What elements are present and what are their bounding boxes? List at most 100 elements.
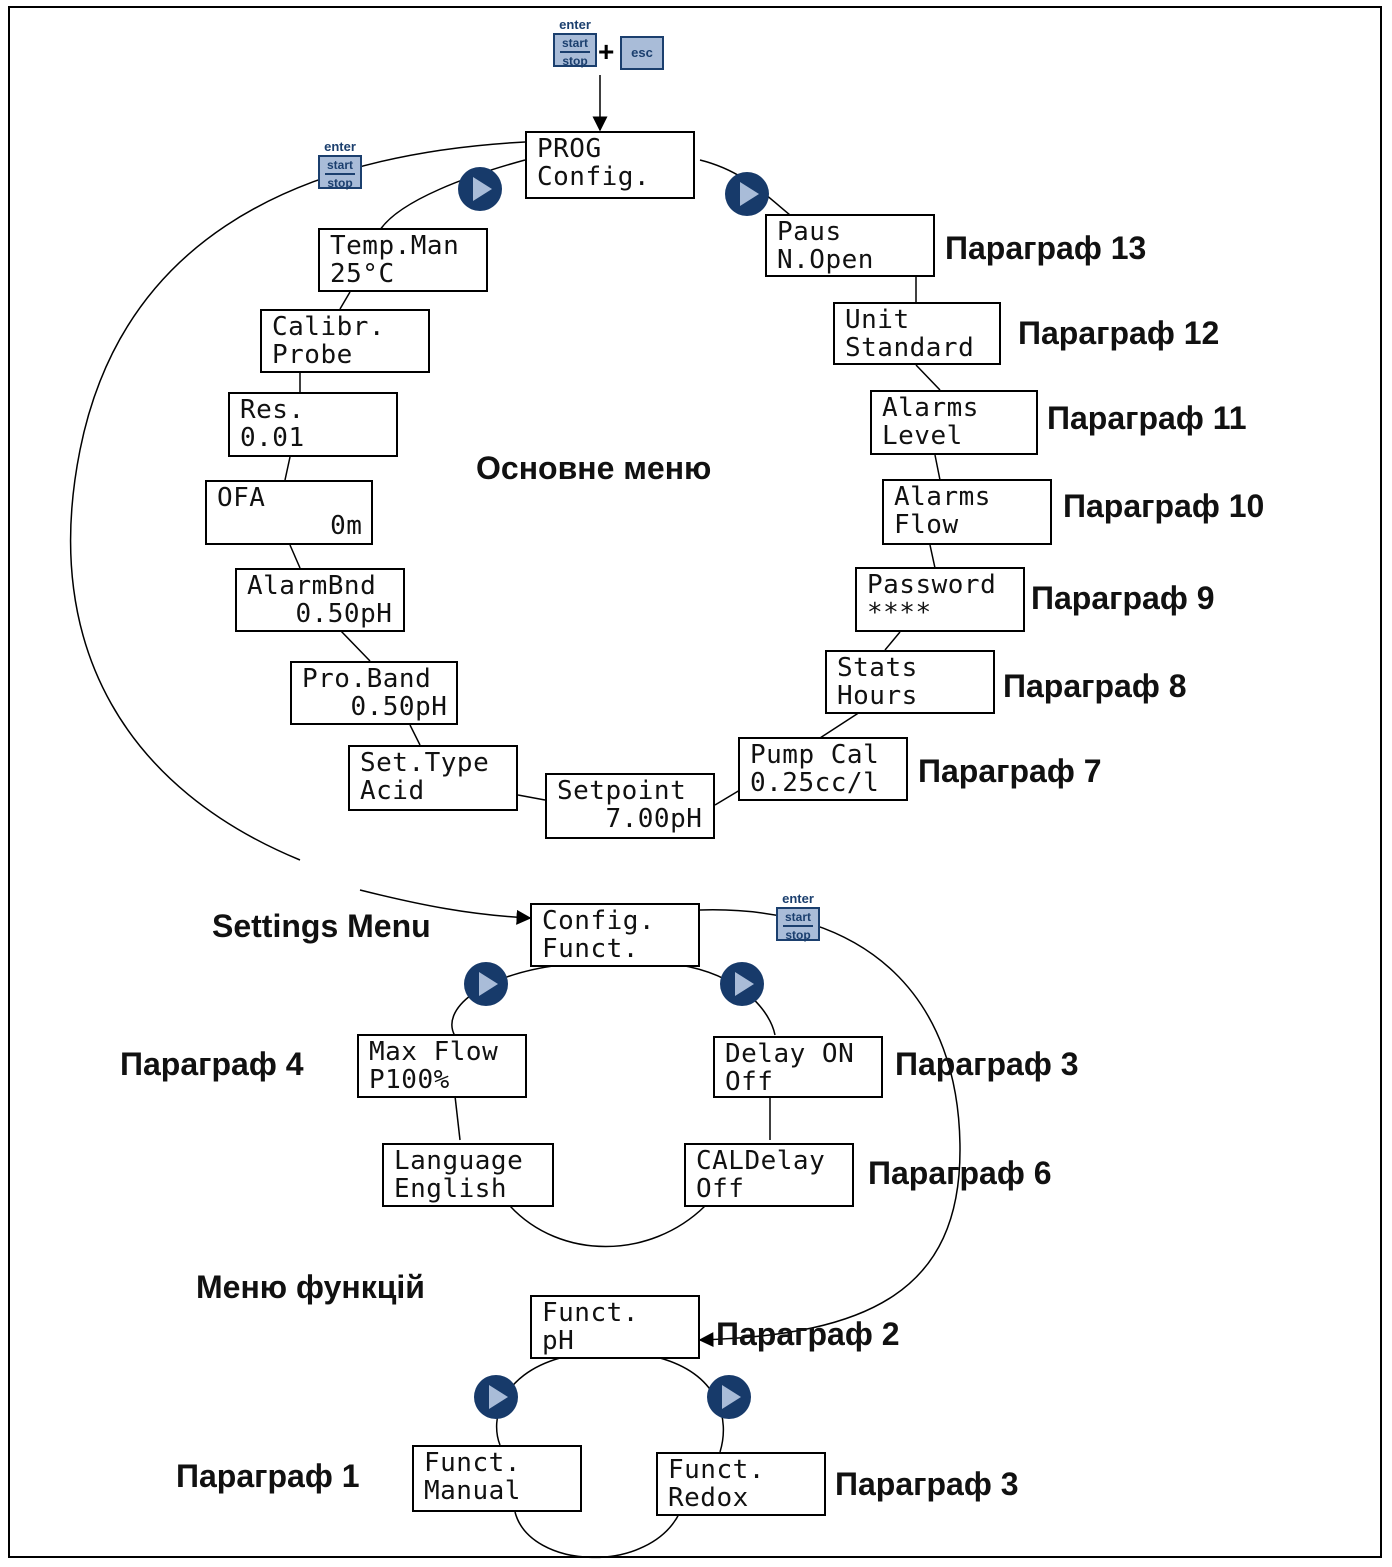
lcd-line2: 7.00pH bbox=[557, 804, 703, 834]
paragraph-7-label: Параграф 7 bbox=[918, 753, 1102, 789]
lcd-line1: Res. bbox=[240, 395, 305, 425]
lcd-line1: Alarms bbox=[882, 393, 979, 423]
start-label: start bbox=[784, 910, 811, 924]
start-label: start bbox=[561, 36, 588, 50]
enter-label: enter bbox=[324, 139, 356, 154]
lcd-line1: Calibr. bbox=[272, 312, 386, 342]
lcd-line2: English bbox=[394, 1174, 508, 1204]
lcd-line2: 0.25cc/l bbox=[750, 768, 880, 798]
lcd-line1: Paus bbox=[777, 217, 842, 247]
lcd-line1: OFA bbox=[217, 483, 266, 513]
lcd-line2: Level bbox=[882, 421, 963, 451]
lcd-line2: P100% bbox=[369, 1065, 450, 1095]
play-arrow-icon bbox=[464, 962, 508, 1006]
lcd-line2: Manual bbox=[424, 1476, 521, 1506]
enter-start-stop-key-settings: enter start stop bbox=[776, 891, 820, 942]
lcd-line1: AlarmBnd bbox=[247, 571, 377, 601]
paragraph-9-label: Параграф 9 bbox=[1031, 580, 1215, 616]
lcd-line2: Off bbox=[696, 1174, 745, 1204]
lcd-line2: Funct. bbox=[542, 934, 639, 964]
lcd-setpoint: Setpoint 7.00pH bbox=[545, 773, 715, 839]
plus-sign: + bbox=[598, 36, 615, 67]
lcd-line1: Set.Type bbox=[360, 748, 490, 778]
lcd-alarm-band: AlarmBnd 0.50pH bbox=[235, 568, 405, 632]
enter-label: enter bbox=[559, 17, 591, 32]
start-stop-button: start stop bbox=[553, 33, 597, 68]
lcd-line1: Max Flow bbox=[369, 1037, 499, 1067]
lcd-line1: Config. bbox=[542, 906, 656, 936]
lcd-line2: **** bbox=[867, 598, 932, 628]
lcd-line1: Password bbox=[867, 570, 997, 600]
lcd-line2: 0.50pH bbox=[247, 599, 393, 629]
enter-start-stop-key-top: enter start stop bbox=[553, 17, 597, 68]
paragraph-12-label: Параграф 12 bbox=[1018, 315, 1220, 351]
lcd-line1: Funct. bbox=[668, 1455, 765, 1485]
lcd-resolution: Res.0.01 bbox=[228, 392, 398, 457]
lcd-line2: Config. bbox=[537, 162, 651, 192]
lcd-line2: 0m bbox=[217, 511, 363, 541]
lcd-line1: Stats bbox=[837, 653, 918, 683]
paragraph-10-label: Параграф 10 bbox=[1063, 488, 1265, 524]
paragraph-1-label: Параграф 1 bbox=[176, 1458, 360, 1494]
stop-label: stop bbox=[562, 54, 588, 68]
lcd-pro-band: Pro.Band 0.50pH bbox=[290, 661, 458, 725]
lcd-calibr-probe: Calibr.Probe bbox=[260, 309, 430, 373]
lcd-line1: Language bbox=[394, 1146, 524, 1176]
lcd-line2: Off bbox=[725, 1067, 774, 1097]
start-label: start bbox=[326, 158, 353, 172]
paragraph-8-label: Параграф 8 bbox=[1003, 668, 1187, 704]
paragraph-11-label: Параграф 11 bbox=[1047, 400, 1247, 436]
lcd-line2: Redox bbox=[668, 1483, 749, 1513]
lcd-line1: Pro.Band bbox=[302, 664, 432, 694]
lcd-funct-redox: Funct.Redox bbox=[656, 1452, 826, 1516]
settings-menu-title: Settings Menu bbox=[212, 908, 431, 944]
lcd-funct-ph: Funct.pH bbox=[530, 1295, 700, 1359]
lcd-line1: Delay ON bbox=[725, 1039, 855, 1069]
lcd-line2: pH bbox=[542, 1326, 575, 1356]
enter-label: enter bbox=[782, 891, 814, 906]
lcd-line1: Funct. bbox=[542, 1298, 639, 1328]
lcd-line2: N.Open bbox=[777, 245, 874, 275]
function-menu-title: Меню функцій bbox=[196, 1269, 425, 1305]
lcd-funct-manual: Funct.Manual bbox=[412, 1445, 582, 1512]
lcd-line2: Standard bbox=[845, 333, 975, 363]
enter-start-stop-key-left: enter start stop bbox=[318, 139, 362, 190]
lcd-line2: Acid bbox=[360, 776, 425, 806]
lcd-line2: 0.01 bbox=[240, 423, 305, 453]
lcd-line1: Alarms bbox=[894, 482, 991, 512]
lcd-line1: Temp.Man bbox=[330, 231, 460, 261]
paragraph-4-label: Параграф 4 bbox=[120, 1046, 304, 1082]
lcd-line1: Funct. bbox=[424, 1448, 521, 1478]
lcd-line1: Unit bbox=[845, 305, 910, 335]
paragraph-13-label: Параграф 13 bbox=[945, 230, 1147, 266]
play-arrow-icon bbox=[707, 1375, 751, 1419]
paragraph-6-label: Параграф 6 bbox=[868, 1155, 1052, 1191]
stop-label: stop bbox=[327, 176, 353, 190]
esc-key: esc bbox=[620, 36, 664, 70]
lcd-line2: 25°C bbox=[330, 259, 395, 289]
main-menu-title: Основне меню bbox=[476, 450, 712, 486]
start-stop-button: start stop bbox=[776, 907, 820, 942]
diagram-frame bbox=[8, 6, 1382, 1558]
play-arrow-icon bbox=[474, 1375, 518, 1419]
stop-label: stop bbox=[785, 928, 811, 942]
paragraph-3b-label: Параграф 3 bbox=[835, 1466, 1019, 1502]
play-arrow-icon bbox=[720, 962, 764, 1006]
lcd-line2: 0.50pH bbox=[302, 692, 448, 722]
lcd-ofa: OFA 0m bbox=[205, 480, 373, 545]
lcd-password: Password**** bbox=[855, 567, 1025, 632]
lcd-line1: PROG bbox=[537, 134, 602, 164]
paragraph-2-label: Параграф 2 bbox=[716, 1316, 900, 1352]
lcd-line1: Pump Cal bbox=[750, 740, 880, 770]
